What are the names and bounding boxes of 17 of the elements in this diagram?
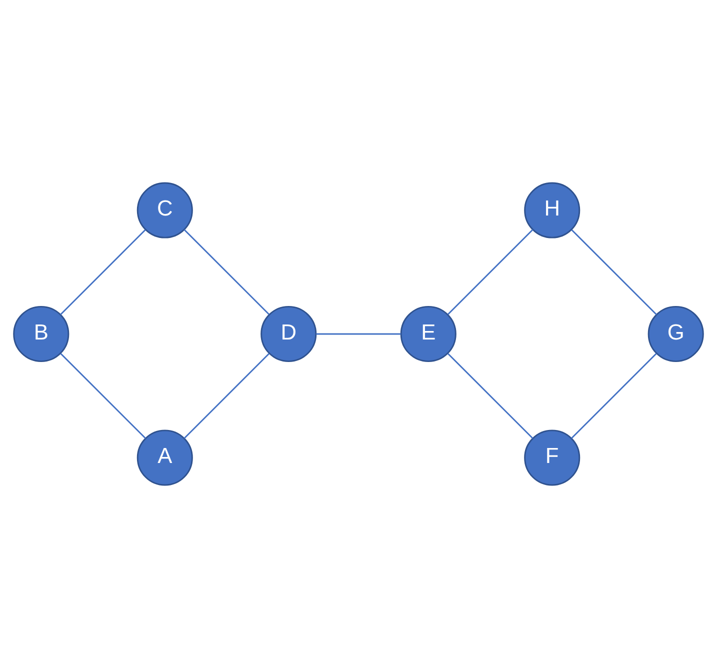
connector xyxy=(570,353,656,439)
node-circle: G xyxy=(647,306,704,362)
connector xyxy=(60,353,146,439)
node-circle: D xyxy=(260,306,316,362)
node-circle: H xyxy=(524,182,580,238)
node-circle: A xyxy=(136,430,192,486)
node-circle: E xyxy=(400,306,456,362)
node-circle: F xyxy=(524,430,580,486)
connector xyxy=(446,353,533,439)
connector xyxy=(183,353,270,439)
node-circle: B xyxy=(12,306,69,362)
connector xyxy=(316,333,400,335)
connector xyxy=(183,229,270,315)
connector xyxy=(446,229,533,315)
connector xyxy=(570,229,657,316)
node-circle: C xyxy=(136,182,192,238)
connector xyxy=(59,229,146,316)
